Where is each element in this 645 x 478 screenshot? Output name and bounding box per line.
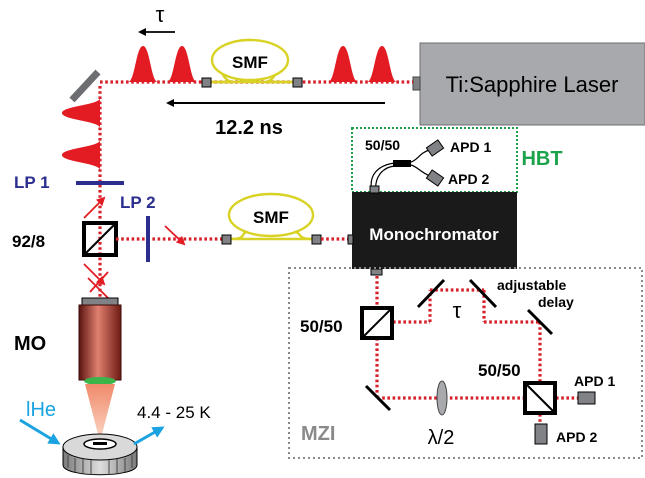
red-arrow-lp2 <box>164 225 186 246</box>
monochromator-box <box>352 192 517 269</box>
lp2-label: LP 2 <box>120 193 156 212</box>
smf-mid-loop <box>227 192 315 238</box>
pulse-left-1 <box>62 98 100 128</box>
monochromator-port-top <box>369 185 380 194</box>
cryostat-ribs <box>67 455 133 475</box>
lhe-arrow-in <box>19 418 61 445</box>
hbt-fiber-out-1 <box>410 149 431 163</box>
hbt-apd1 <box>425 139 445 157</box>
pulse-top-2 <box>167 46 197 82</box>
smf-mid-label: SMF <box>253 208 289 227</box>
monochromator-port-bottom <box>370 268 383 276</box>
mzi-mirror-delay-2 <box>468 278 498 309</box>
pulse-left-2 <box>62 140 100 170</box>
mzi-bs-in-diagonal <box>363 309 391 337</box>
hbt-box <box>351 127 518 193</box>
smf-top-connector-right <box>292 77 303 88</box>
monochromator-label: Monochromator <box>369 225 499 244</box>
pulse-top-4 <box>367 46 397 82</box>
pulse-top-1 <box>128 46 158 82</box>
delay-label: delay <box>538 294 574 310</box>
mzi-apd2-label: APD 2 <box>556 429 597 445</box>
hbt-apd2-label: APD 2 <box>448 171 489 187</box>
red-arrow-up <box>83 196 106 219</box>
lhe-arrow-out <box>133 426 165 446</box>
mo-body <box>78 304 122 381</box>
hbt-fiber-out-2 <box>410 164 431 177</box>
delay-time-label: 12.2 ns <box>215 117 283 139</box>
mzi-box <box>288 267 643 459</box>
bs-928-label: 92/8 <box>12 232 45 251</box>
mirror-top-left <box>69 69 101 103</box>
mzi-bs-in-label: 50/50 <box>300 317 343 336</box>
mzi-bs-out-label: 50/50 <box>478 361 521 380</box>
hbt-apd2 <box>425 169 445 187</box>
mzi-mirror-top-right <box>526 308 554 336</box>
pulse-top-3 <box>328 46 358 82</box>
smf-mid-connector-right <box>311 234 322 245</box>
mzi-tau-label: τ <box>453 298 462 323</box>
mzi-label: MZI <box>301 423 335 445</box>
laser-box <box>419 42 645 126</box>
mo-lens <box>84 377 116 385</box>
cryostat-sample <box>93 442 107 445</box>
mzi-apd1-label: APD 1 <box>574 373 615 389</box>
adjustable-label: adjustable <box>497 277 566 293</box>
mo-mount <box>81 297 119 306</box>
hbt-label: HBT <box>521 148 562 170</box>
lhe-label: lHe <box>26 399 56 421</box>
mzi-apd2 <box>534 423 548 445</box>
red-cross-2 <box>89 271 109 293</box>
smf-top-connector-left <box>201 77 212 88</box>
laser-label: Ti:Sapphire Laser <box>446 72 619 97</box>
mzi-mirror-delay-1 <box>416 278 446 309</box>
mzi-mirror-bottom-left <box>364 384 392 412</box>
half-wave-label: λ/2 <box>428 427 455 449</box>
smf-top-label: SMF <box>232 53 268 72</box>
hbt-coupler <box>393 160 411 167</box>
monochromator-port-left <box>347 234 354 245</box>
focus-cone <box>85 384 115 438</box>
half-wave-plate <box>436 380 448 416</box>
smf-mid-connector-left <box>221 234 232 245</box>
lp1-label: LP 1 <box>14 173 50 192</box>
mzi-apd1 <box>577 391 596 405</box>
smf-top-loop <box>210 38 290 82</box>
tau-top-label: τ <box>156 2 165 27</box>
temperature-label: 4.4 - 25 K <box>137 403 211 422</box>
mzi-bs-out-diagonal <box>526 384 554 412</box>
hbt-apd1-label: APD 1 <box>450 139 491 155</box>
mo-label: MO <box>14 333 46 355</box>
bs-928-diagonal <box>85 224 115 254</box>
hbt-bs-label: 50/50 <box>365 137 400 153</box>
laser-port <box>412 76 421 91</box>
red-cross-1 <box>87 277 109 299</box>
